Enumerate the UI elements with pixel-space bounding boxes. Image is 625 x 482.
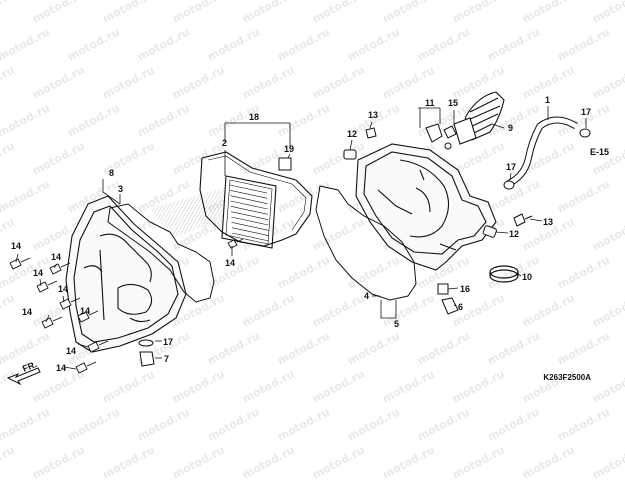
filter-rib	[231, 211, 269, 220]
part-19-square	[278, 157, 292, 171]
callout-17a: 17	[163, 337, 173, 347]
filter-frame-gasket	[199, 151, 313, 247]
filter-rib	[229, 184, 268, 194]
bolt-13b	[513, 213, 533, 227]
callout-14a: 14	[11, 241, 21, 251]
callout-14c: 14	[33, 268, 43, 278]
callout-18: 18	[249, 112, 259, 122]
diagram-drawing: FR. 18 2 19 8 3 14 14 14 14 14 14 14 14 …	[6, 91, 591, 386]
callout-numbers: 18 2 19 8 3 14 14 14 14 14 14 14 14 14 1…	[11, 95, 591, 373]
part-6-drain	[441, 297, 459, 315]
bolt-13a	[365, 127, 377, 139]
reference-label: E-15	[590, 147, 610, 157]
filter-rib	[231, 216, 269, 226]
connecting-tube	[453, 91, 505, 145]
callout-5: 5	[394, 319, 399, 329]
callout-10: 10	[522, 272, 532, 282]
hose-band-10	[489, 265, 519, 283]
callout-3: 3	[118, 184, 123, 194]
callout-19: 19	[284, 144, 294, 154]
air-cleaner-case	[355, 143, 497, 271]
callout-12a: 12	[347, 129, 357, 139]
filter-rib	[231, 222, 269, 231]
callout-14b: 14	[51, 252, 61, 262]
cover-gasket	[107, 203, 215, 303]
callout-7: 7	[164, 354, 169, 364]
filter-ribs	[229, 184, 270, 242]
front-arrow: FR.	[6, 359, 41, 386]
air-cleaner-cover	[65, 195, 187, 353]
callout-11: 11	[425, 98, 435, 108]
callout-13b: 13	[543, 217, 553, 227]
callout-6: 6	[458, 302, 463, 312]
callout-1: 1	[545, 95, 550, 105]
left-screws	[9, 238, 244, 374]
filter-rib	[230, 200, 268, 210]
leader-lines	[15, 106, 587, 370]
callout-9: 9	[508, 123, 513, 133]
diagram-code: K263F2500A	[543, 373, 591, 382]
filter-rib	[230, 190, 268, 199]
filter-rib	[230, 195, 268, 204]
grommet-12a	[343, 149, 357, 160]
callout-14g: 14	[66, 346, 76, 356]
callout-12b: 12	[509, 229, 519, 239]
case-gasket	[315, 185, 417, 301]
callout-8: 8	[109, 168, 114, 178]
callout-14e: 14	[22, 307, 32, 317]
callout-14d: 14	[58, 284, 68, 294]
part-16-cap	[437, 283, 449, 295]
callout-2: 2	[222, 138, 227, 148]
filter-element	[221, 175, 277, 249]
grommet-12b	[482, 225, 497, 238]
callout-14f: 14	[80, 306, 90, 316]
callout-14h: 14	[56, 363, 66, 373]
filter-rib	[231, 227, 269, 236]
part-11-bracket	[425, 123, 457, 150]
callout-14i: 14	[225, 258, 235, 268]
callout-17b: 17	[581, 107, 591, 117]
hose-clip-17	[579, 128, 591, 138]
filter-rib	[231, 232, 270, 242]
callout-4: 4	[364, 291, 369, 301]
callout-17c: 17	[506, 162, 516, 172]
hose-clip-17b	[503, 180, 515, 190]
part-7-plug	[139, 351, 155, 367]
callout-15: 15	[448, 98, 458, 108]
hatch-shading	[150, 186, 240, 238]
callout-13a: 13	[368, 110, 378, 120]
callout-16: 16	[460, 284, 470, 294]
filter-rib	[230, 206, 268, 215]
part-17-ring	[138, 339, 154, 347]
